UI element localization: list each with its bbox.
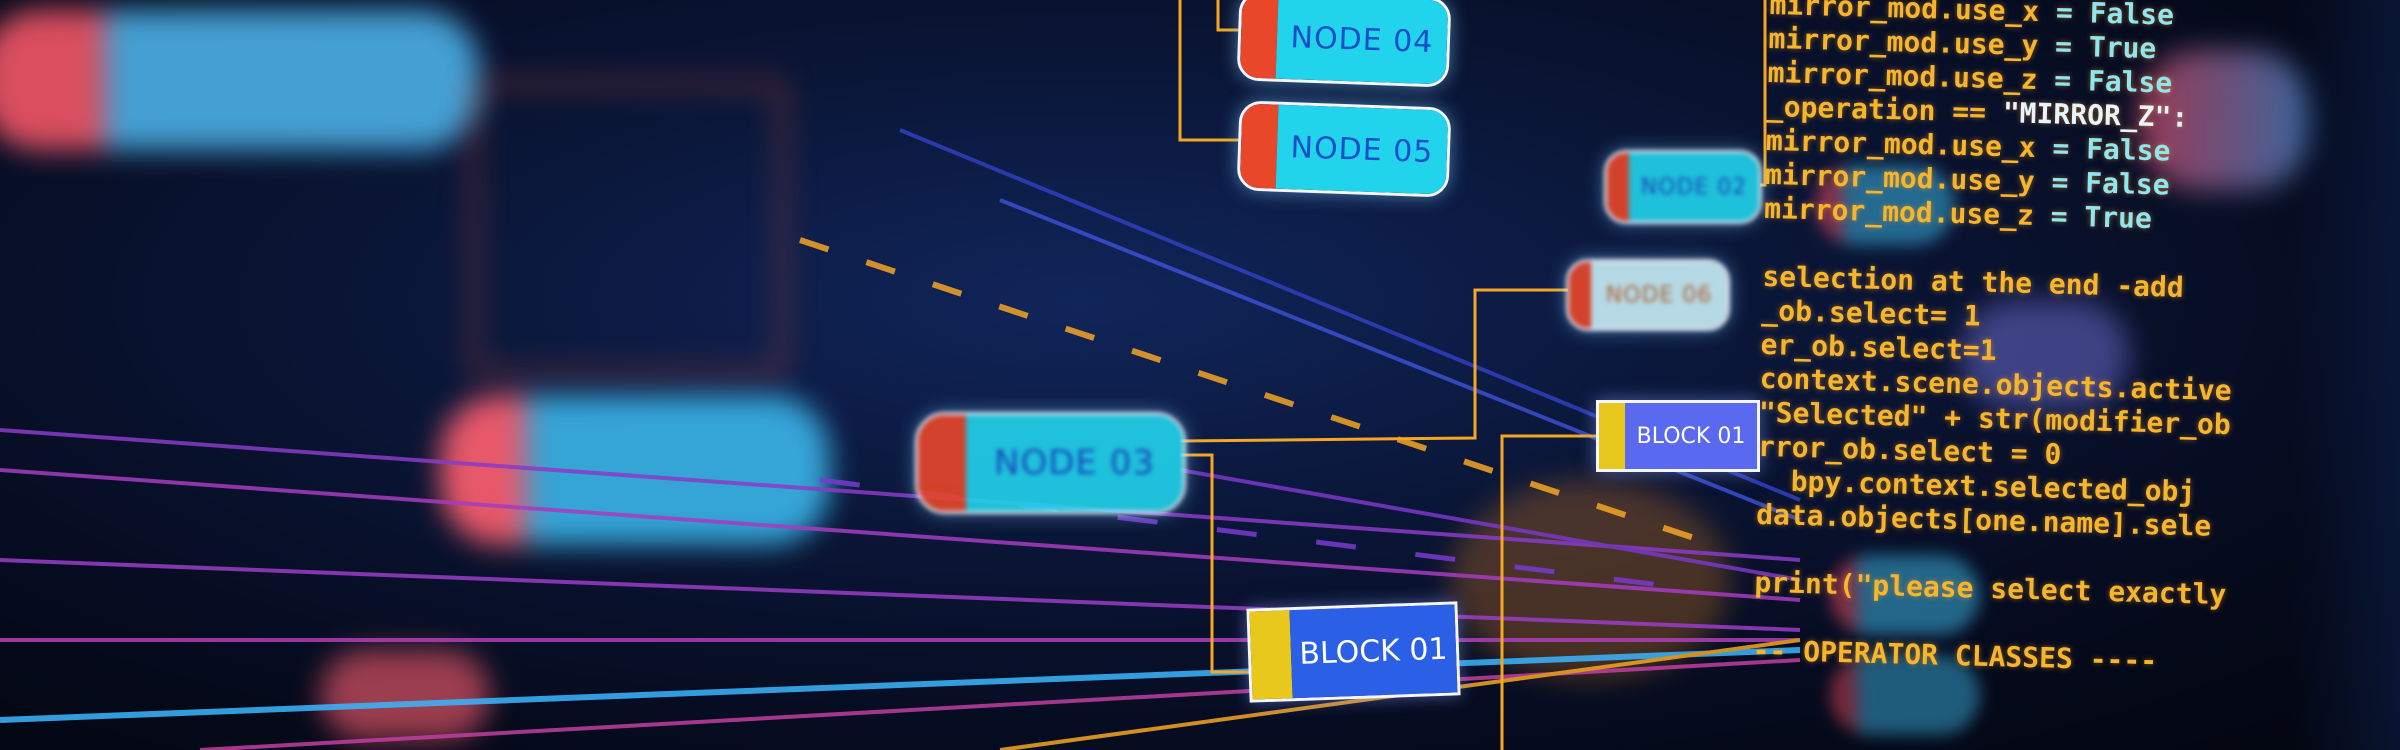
- node-tab: [1569, 262, 1591, 328]
- block-label: BLOCK 01: [1625, 403, 1757, 469]
- blurred-pill-bottom-left: [320, 650, 490, 740]
- streak-line: [999, 638, 1801, 750]
- dashed-line: [799, 237, 1701, 543]
- node-label: NODE 03: [966, 415, 1183, 511]
- block-01-upper[interactable]: BLOCK 01: [1596, 400, 1760, 472]
- blurred-pill-top-left: [0, 10, 480, 150]
- node-tab: [1607, 153, 1629, 221]
- blurred-pill-mid-left: [440, 395, 830, 545]
- node-03[interactable]: NODE 03: [915, 412, 1186, 514]
- streak-line: [1179, 468, 1801, 582]
- connector: [1500, 434, 1598, 750]
- node-label: NODE 04: [1275, 0, 1449, 85]
- node-tab: [1239, 0, 1279, 79]
- streak-line: [0, 558, 1801, 632]
- streak-line: [0, 647, 1801, 723]
- connector: [1180, 453, 1250, 674]
- connector: [1216, 0, 1240, 32]
- node-label: NODE 05: [1275, 104, 1449, 195]
- blurred-pill-over-code: [1815, 165, 1955, 245]
- blurred-frame: [470, 80, 786, 376]
- node-tab: [918, 415, 966, 511]
- block-tab: [1249, 610, 1293, 700]
- connector: [1178, 0, 1240, 142]
- blurred-pill-right: [2140, 50, 2310, 190]
- block-label: BLOCK 01: [1289, 604, 1458, 699]
- node-label: NODE 06: [1591, 262, 1727, 328]
- streak-line: [0, 468, 1801, 602]
- connector: [1760, 0, 1767, 187]
- node-tab: [1239, 103, 1279, 189]
- node-02[interactable]: NODE 02: [1604, 150, 1762, 224]
- block-01-lower[interactable]: BLOCK 01: [1246, 601, 1461, 703]
- blurred-pill-right2: [1960, 300, 2130, 410]
- blurred-pill-over-code: [1830, 655, 1980, 735]
- right-fade-overlay: [2290, 0, 2400, 750]
- streak-line: [0, 428, 1801, 562]
- connector: [1179, 288, 1568, 443]
- node-05[interactable]: NODE 05: [1236, 100, 1452, 198]
- node-06[interactable]: NODE 06: [1566, 259, 1730, 331]
- node-04[interactable]: NODE 04: [1236, 0, 1452, 88]
- node-label: NODE 02: [1629, 153, 1759, 221]
- dashed-line: [819, 477, 1701, 593]
- block-tab: [1599, 403, 1625, 469]
- blurred-pill-over-code: [1830, 555, 1980, 635]
